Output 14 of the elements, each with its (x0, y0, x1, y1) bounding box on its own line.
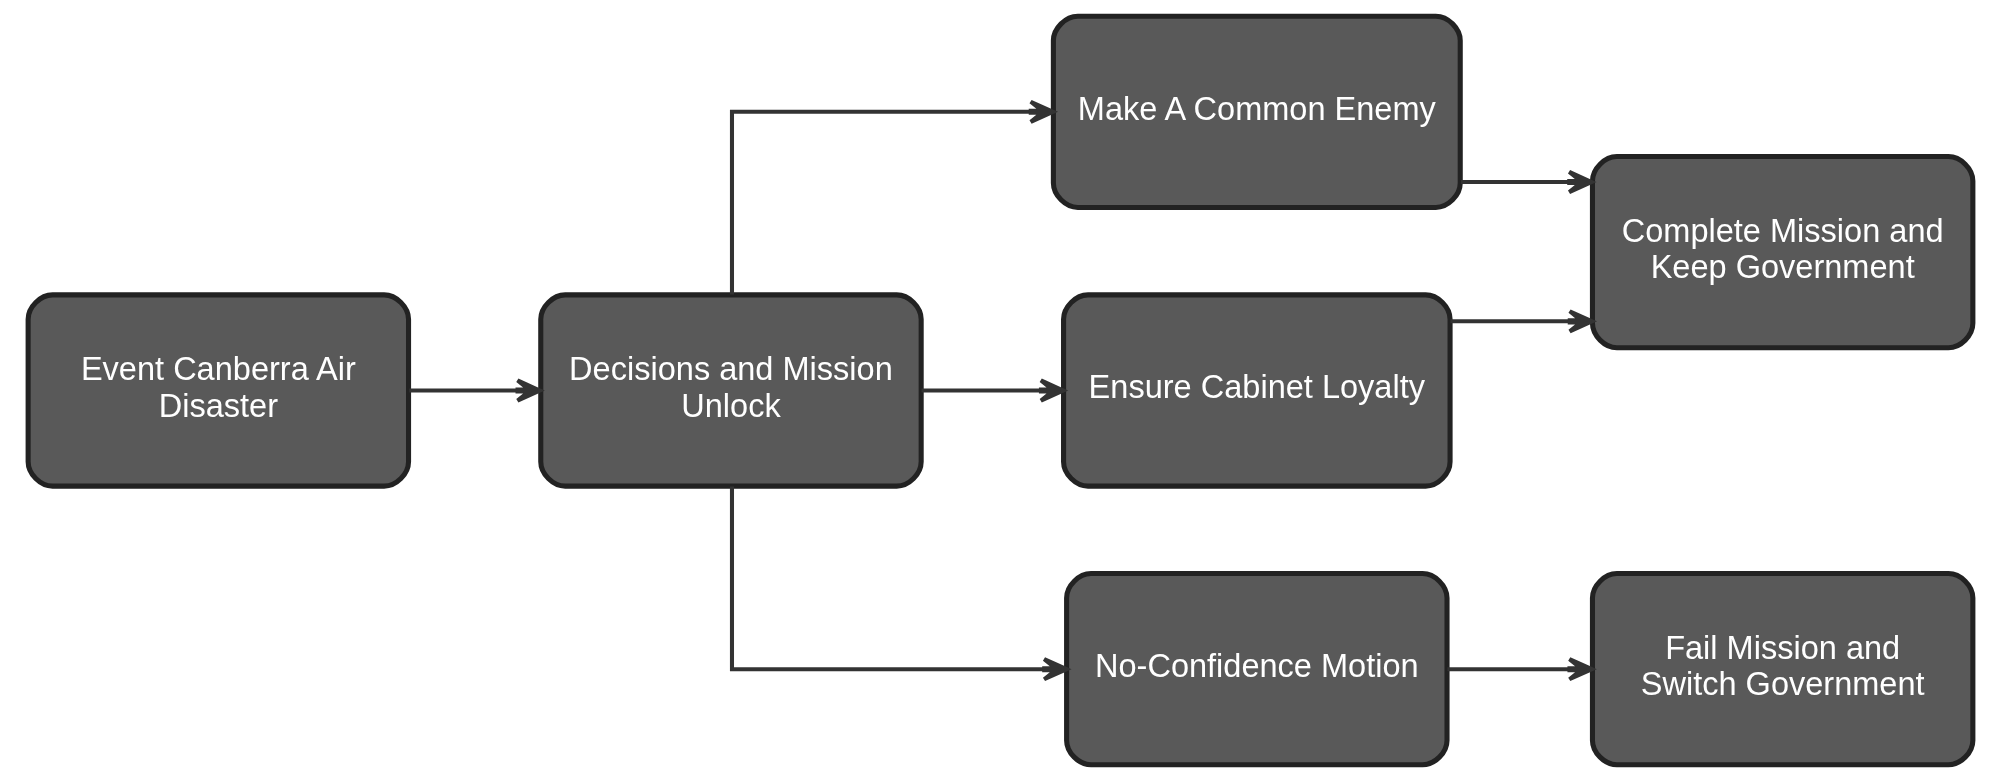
node-box: Event Canberra Air Disaster (25, 292, 411, 489)
arrow (408, 378, 542, 403)
node-box: Fail Mission and Switch Government (1589, 571, 1975, 768)
arrow (921, 378, 1065, 403)
node-box: No-Confidence Motion (1063, 571, 1450, 768)
node-box: Make A Common Enemy (1050, 13, 1463, 210)
arrow (729, 99, 1055, 295)
arrow (1449, 309, 1594, 334)
arrow (729, 486, 1069, 682)
node-box: Ensure Cabinet Loyalty (1060, 292, 1453, 489)
arrow (1460, 169, 1594, 195)
node-box: Complete Mission and Keep Government (1589, 154, 1975, 351)
node-box: Decisions and Mission Unlock (537, 292, 924, 489)
arrow (1446, 657, 1594, 682)
